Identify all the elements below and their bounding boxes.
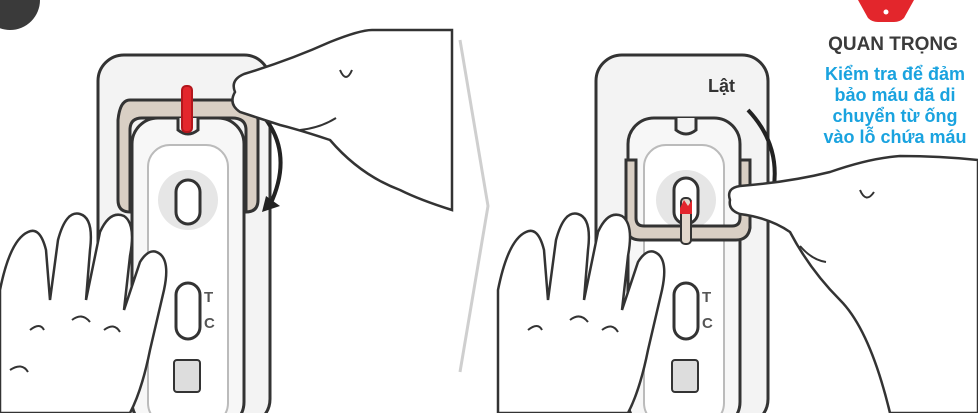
right-t-label: T xyxy=(702,289,711,306)
left-panel: T C xyxy=(0,28,454,418)
left-sticker xyxy=(173,359,201,393)
left-result-window xyxy=(174,281,202,341)
left-blood-tube xyxy=(181,85,193,133)
important-note-line: chuyển từ ống xyxy=(832,106,958,126)
right-panel: T C xyxy=(496,53,978,418)
important-title: QUAN TRỌNG xyxy=(828,34,958,55)
right-holder-ring xyxy=(624,158,752,242)
right-left-hand xyxy=(496,212,666,415)
important-note-line: vào lỗ chứa máu xyxy=(823,127,967,147)
important-note-line: Kiểm tra để đảm xyxy=(824,64,966,84)
left-right-hand xyxy=(231,28,454,212)
right-sticker xyxy=(671,359,699,393)
step-number-badge xyxy=(0,0,40,30)
important-note: Kiểm tra để đảm bảo máu đã di chuyển từ … xyxy=(810,64,978,148)
flip-label: Lật xyxy=(708,76,735,96)
important-note-line: bảo máu đã di xyxy=(834,85,956,105)
warning-triangle-icon xyxy=(858,0,914,22)
step-divider xyxy=(458,39,490,373)
right-result-window xyxy=(672,281,700,341)
left-t-label: T xyxy=(204,289,213,306)
right-c-label: C xyxy=(702,315,713,332)
left-left-hand xyxy=(0,212,168,415)
left-c-label: C xyxy=(204,315,215,332)
